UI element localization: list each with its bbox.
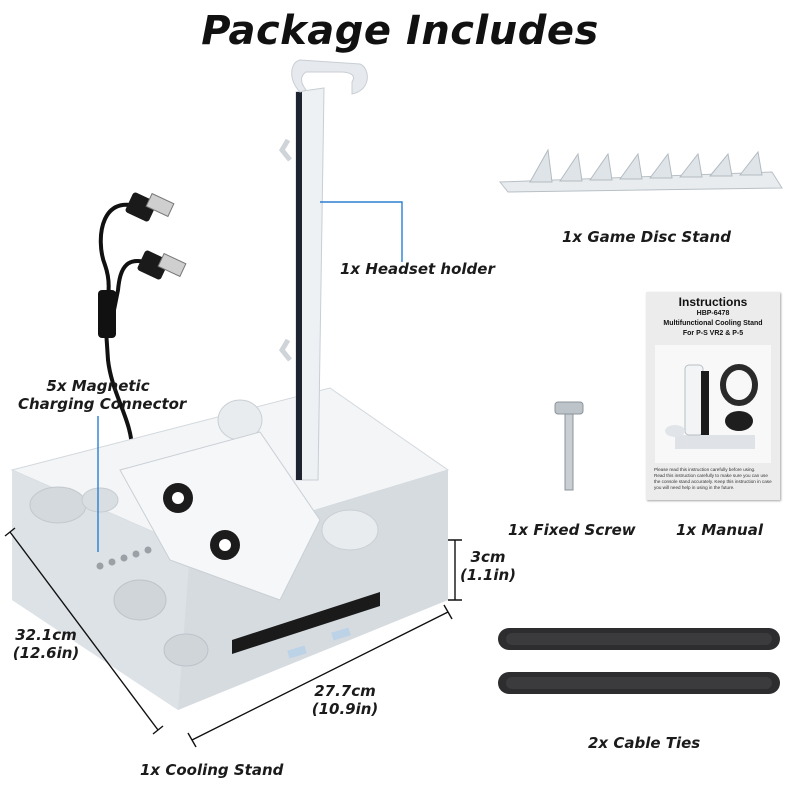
cable-ferrite — [98, 290, 116, 338]
game-disc-stand-label: 1x Game Disc Stand — [562, 228, 731, 246]
fixed-screw-label: 1x Fixed Screw — [508, 521, 636, 539]
cable-tie-1 — [498, 628, 780, 650]
height-dimension-label: 3cm (1.1in) — [459, 548, 517, 584]
fixed-screw — [554, 401, 584, 491]
page-title: Package Includes — [201, 8, 599, 54]
width-dimension-label: 27.7cm (10.9in) — [311, 682, 379, 718]
cable-ties-label: 2x Cable Ties — [588, 734, 701, 752]
instruction-manual: Instructions HBP-6478 Multifunctional Co… — [646, 292, 780, 500]
headset-holder-label: 1x Headset holder — [340, 260, 495, 278]
usb-plug-2 — [137, 250, 187, 280]
headset-holder — [278, 59, 368, 481]
depth-dimension-line — [9, 531, 159, 731]
headset-callout-line — [320, 201, 403, 262]
manual-line-2: For P-S VR2 & P-5 — [682, 330, 744, 337]
cooling-stand-label: 1x Cooling Stand — [140, 761, 284, 779]
manual-title: Instructions — [678, 295, 748, 309]
usb-plug-1 — [125, 192, 175, 222]
manual-label: 1x Manual — [676, 521, 764, 539]
width-dimension-line — [191, 611, 449, 741]
cooling-stand-base — [10, 387, 450, 710]
manual-model: HBP-6478 — [696, 310, 730, 317]
cable-tie-2 — [498, 672, 780, 694]
game-disc-stand — [498, 148, 783, 193]
magnetic-connector-label: 5x Magnetic Charging Connector — [18, 377, 187, 413]
manual-line-1: Multifunctional Cooling Stand — [663, 320, 763, 327]
manual-product-photo — [655, 345, 771, 463]
depth-dimension-label: 32.1cm (12.6in) — [12, 626, 80, 662]
manual-note-1: Please read this instruction carefully b… — [654, 467, 756, 472]
manual-note-2: Read this instruction carefully to make … — [654, 473, 772, 490]
